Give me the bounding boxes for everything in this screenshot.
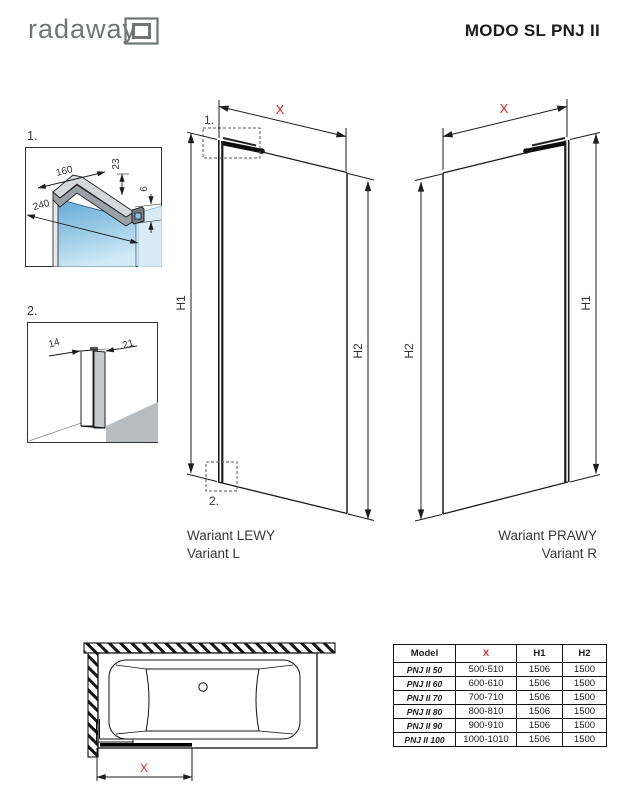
- table-row: PNJ II 80 800-810 1506 1500: [393, 704, 607, 719]
- cell-h1: 1506: [516, 704, 563, 719]
- cell-h1: 1506: [516, 676, 563, 691]
- table-row: PNJ II 90 900-910 1506 1500: [393, 718, 607, 733]
- dim-23: 23: [111, 158, 122, 170]
- drain: [198, 682, 208, 692]
- dim-6: 6: [139, 186, 150, 192]
- wall-floor-edge: [28, 421, 85, 442]
- cell-h1: 1506: [516, 690, 563, 705]
- cell-h1: 1506: [516, 662, 563, 677]
- dim-x-lines: [218, 100, 347, 171]
- table-row: PNJ II 60 600-610 1506 1500: [393, 676, 607, 691]
- cell-model: PNJ II 50: [393, 662, 456, 677]
- variant-left-name-pl: Wariant LEWY: [187, 528, 276, 543]
- cell-model: PNJ II 100: [393, 732, 456, 747]
- cell-model: PNJ II 60: [393, 676, 456, 691]
- variant-left-name: Wariant LEWY Variant L: [187, 527, 275, 563]
- cell-h2: 1500: [562, 718, 607, 733]
- callout-2: 2.: [209, 494, 219, 508]
- cell-x: 500-510: [455, 662, 517, 677]
- dim-h1-label: H1: [174, 295, 188, 311]
- variant-left-drawing: 1. 2. X H1 H2: [174, 100, 375, 521]
- dim-h2-label: H2: [402, 343, 416, 359]
- cell-x: 800-810: [455, 704, 517, 719]
- cell-h2: 1500: [562, 732, 607, 747]
- table-header-row: Model X H1 H2: [393, 644, 607, 663]
- page-title: MODO SL PNJ II: [464, 21, 600, 40]
- detail-1-drawing: 160 23 240 6: [25, 147, 162, 267]
- cell-h2: 1500: [562, 704, 607, 719]
- col-model: Model: [393, 644, 456, 663]
- dim-240: 240: [32, 198, 51, 213]
- cell-model: PNJ II 70: [393, 690, 456, 705]
- variant-left-name-en: Variant L: [187, 546, 241, 561]
- detail-1-dimensions: [26, 171, 162, 244]
- col-x: X: [455, 644, 517, 663]
- dim-h2-lines: [347, 173, 375, 521]
- dim-160: 160: [55, 164, 74, 179]
- dim-x-label: X: [276, 102, 285, 117]
- glass-panel: [442, 140, 570, 515]
- cell-h1: 1506: [516, 718, 563, 733]
- dim-h1-lines: [569, 132, 601, 483]
- col-h2: H2: [562, 644, 607, 663]
- floor-profile: [80, 347, 106, 429]
- dim-x-lines: [96, 748, 193, 781]
- table-row: PNJ II 70 700-710 1506 1500: [393, 690, 607, 705]
- wall-top: [83, 642, 336, 654]
- variant-right-name-en: Variant R: [541, 546, 597, 561]
- dim-h1-lines: [186, 131, 218, 482]
- glass-panel: [217, 140, 348, 515]
- panel-profile: [96, 719, 134, 743]
- cell-h2: 1500: [562, 662, 607, 677]
- table-row: PNJ II 100 1000-1010 1506 1500: [393, 732, 607, 747]
- callout-box-1: [202, 127, 261, 159]
- bathtub: [97, 652, 318, 749]
- detail-1-label: 1.: [27, 129, 38, 143]
- cell-x: 700-710: [455, 690, 517, 705]
- cell-x: 600-610: [455, 676, 517, 691]
- cell-h1: 1506: [516, 732, 563, 747]
- top-bracket: [222, 137, 265, 154]
- bathtub-top-view: X: [83, 642, 336, 781]
- cell-model: PNJ II 90: [393, 718, 456, 733]
- variant-right-name-pl: Wariant PRAWY: [498, 528, 597, 543]
- dim-x-lines: [442, 99, 568, 170]
- cell-model: PNJ II 80: [393, 704, 456, 719]
- detail-2-label: 2.: [27, 304, 38, 318]
- detail-2-dimensions: [48, 345, 138, 357]
- cell-h2: 1500: [562, 676, 607, 691]
- radaway-logo-text: radaway: [28, 14, 138, 44]
- size-table: Model X H1 H2 PNJ II 50 500-510 1506 150…: [393, 644, 607, 747]
- col-h1: H1: [516, 644, 563, 663]
- cell-x: 900-910: [455, 718, 517, 733]
- dim-h2-lines: [414, 173, 443, 522]
- variant-right-name: Wariant PRAWY Variant R: [498, 527, 597, 563]
- dim-14: 14: [47, 337, 61, 351]
- table-row: PNJ II 50 500-510 1506 1500: [393, 662, 607, 677]
- radaway-logo-icon: [124, 17, 159, 45]
- dim-x-label: X: [500, 101, 509, 116]
- callout-1: 1.: [204, 113, 214, 127]
- callout-box-2: [205, 461, 238, 492]
- variant-right-drawing: X H2 H1: [402, 99, 601, 522]
- dim-21: 21: [121, 338, 135, 352]
- dim-h1-label: H1: [579, 295, 593, 311]
- dim-h2-label: H2: [351, 343, 365, 359]
- floor-shading: [106, 402, 158, 442]
- cell-h2: 1500: [562, 690, 607, 705]
- dim-x-label: X: [140, 761, 148, 775]
- detail-2-drawing: 14 21: [27, 322, 158, 443]
- top-bracket: [523, 137, 566, 154]
- cell-x: 1000-1010: [455, 732, 517, 747]
